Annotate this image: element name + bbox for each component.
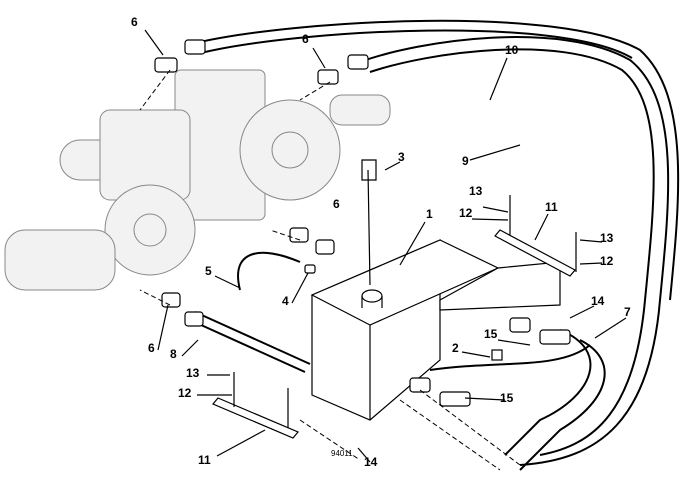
- callout-11: 11: [545, 200, 558, 214]
- bolts: [233, 195, 577, 428]
- hydraulic-tank: [310, 239, 561, 421]
- dipstick-3: [361, 159, 377, 286]
- callout-6: 6: [302, 32, 309, 46]
- bracket-11-upper: [494, 229, 576, 277]
- callout-10: 10: [505, 43, 519, 57]
- callout-13: 13: [469, 184, 483, 198]
- callout-5: 5: [205, 264, 212, 278]
- bracket-11-lower: [212, 397, 299, 439]
- callout-15: 15: [484, 327, 498, 341]
- callout-11: 11: [198, 453, 211, 467]
- callout-6: 6: [333, 197, 340, 211]
- callout-12: 12: [600, 254, 614, 268]
- hose-8: [189, 319, 306, 373]
- fittings: [154, 39, 571, 407]
- callout-12: 12: [459, 206, 473, 220]
- leader-lines: [144, 29, 627, 463]
- callout-9: 9: [462, 154, 469, 168]
- callout-7: 7: [624, 305, 631, 319]
- callout-13: 13: [186, 366, 200, 380]
- callout-15: 15: [500, 391, 514, 405]
- reference-number: 94011: [331, 449, 353, 458]
- callout-2: 2: [452, 341, 459, 355]
- hoses-9-10: [199, 19, 680, 466]
- hose-7: [429, 329, 606, 471]
- callout-12: 12: [178, 386, 192, 400]
- callout-1: 1: [426, 207, 433, 221]
- transmission-assembly: [4, 69, 391, 291]
- callout-4: 4: [282, 294, 289, 308]
- callout-3: 3: [398, 150, 405, 164]
- callout-6: 6: [148, 341, 155, 355]
- callout-6: 6: [131, 15, 138, 29]
- callout-8: 8: [170, 347, 177, 361]
- callout-14: 14: [591, 294, 605, 308]
- callout-13: 13: [600, 231, 614, 245]
- callout-14: 14: [364, 455, 378, 469]
- hose-5: [237, 251, 301, 291]
